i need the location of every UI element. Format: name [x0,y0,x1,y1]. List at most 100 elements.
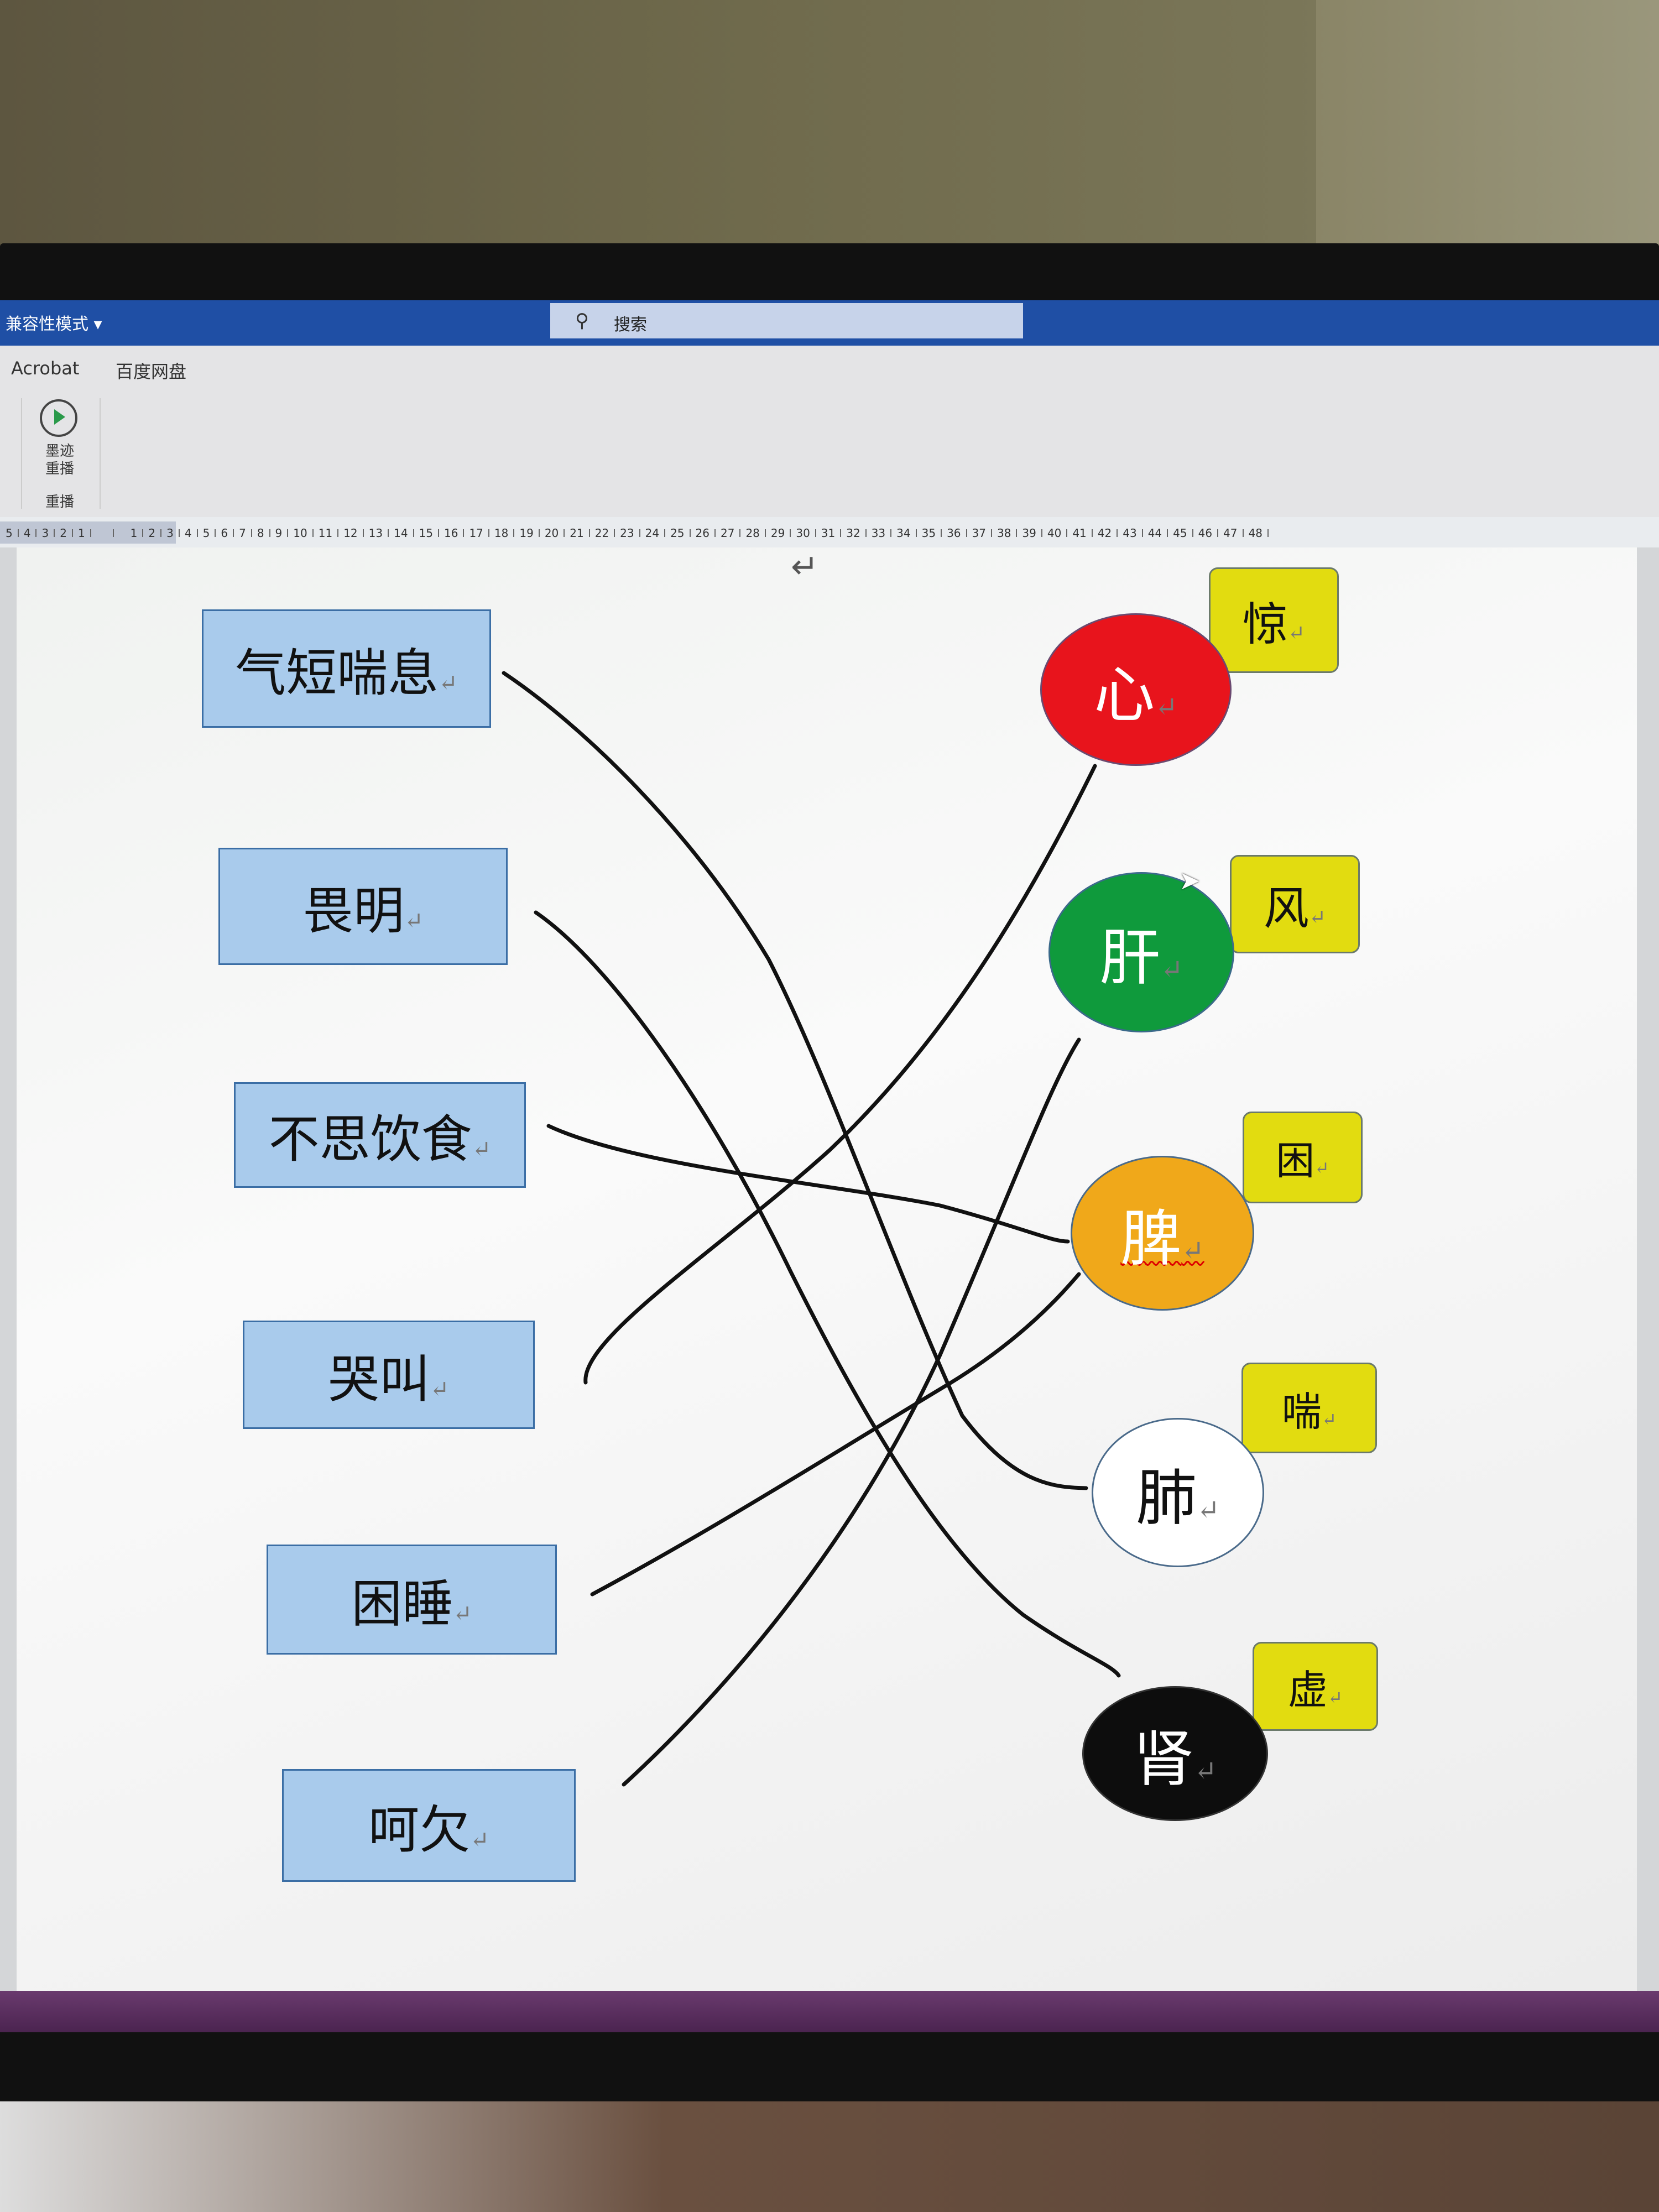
ruler-number: 26 [695,526,709,540]
ruler-number: 42 [1097,526,1112,540]
ruler-number: 25 [670,526,685,540]
ruler-tick [1141,529,1143,537]
ruler-tick [287,529,289,537]
ink-replay-label-1: 墨迹 [45,443,74,460]
symptom-text: 畏明 [302,870,424,943]
organ-text: 肾 [1133,1709,1217,1798]
trait-text: 风 [1264,872,1326,937]
ruler-tick [890,529,892,537]
ruler-number: 17 [469,526,483,540]
ruler-number: 35 [921,526,936,540]
ruler-tick [71,529,73,537]
ruler-tick [233,529,234,537]
ruler-number: 37 [972,526,986,540]
ruler-tick [90,529,91,537]
ruler-tick [739,529,741,537]
symptom-box[interactable]: 畏明 [218,848,508,965]
ruler-number: 10 [293,526,307,540]
ruler-number: 44 [1147,526,1162,540]
ruler-tick [35,529,37,537]
symptom-text: 呵欠 [368,1789,489,1863]
ruler-number: 1 [130,526,138,540]
ruler-number: 3 [41,526,49,540]
ruler-number: 45 [1173,526,1187,540]
organ-text: 肝 [1099,908,1183,997]
ruler-number: 22 [594,526,609,540]
ruler-tick [664,529,666,537]
organ-circle-spleen[interactable]: 脾 [1071,1156,1254,1311]
ruler-tick [865,529,867,537]
symptom-box[interactable]: 气短喘息 [202,609,491,728]
ruler-tick [160,529,162,537]
ruler-number: 30 [796,526,810,540]
ruler-tick [538,529,540,537]
ruler-number: 4 [23,526,31,540]
ruler-number: 15 [419,526,433,540]
ruler-number: 14 [394,526,408,540]
ruler-tick [1041,529,1042,537]
ruler-number: 1 [77,526,85,540]
ruler-tick [1117,529,1118,537]
organ-circle-kidney[interactable]: 肾 [1082,1686,1268,1821]
trait-text: 困 [1276,1130,1329,1186]
symptom-text: 哭叫 [328,1338,450,1412]
ruler-tick [1267,529,1269,537]
symptom-box[interactable]: 哭叫 [243,1321,535,1429]
symptom-box[interactable]: 呵欠 [282,1769,576,1882]
ruler-margin-shade [0,521,176,544]
ruler-tick [388,529,389,537]
ruler-tick [790,529,791,537]
ruler-tick [1066,529,1068,537]
ruler-tick [941,529,942,537]
organ-text: 心 [1094,645,1177,734]
tab-baidu-netdisk[interactable]: 百度网盘 [116,361,187,382]
ruler-tick [714,529,716,537]
ruler-number: 5 [202,526,210,540]
background-wall-light [1316,0,1659,260]
ruler-number: 23 [620,526,634,540]
ruler-tick [215,529,216,537]
ruler-number: 13 [368,526,383,540]
ruler-number: 39 [1022,526,1036,540]
trait-box[interactable]: 惊 [1209,567,1339,673]
symptom-box[interactable]: 困睡 [267,1545,557,1655]
ruler-tick [564,529,565,537]
compatibility-mode-label[interactable]: 兼容性模式 ▾ [6,315,102,334]
ruler-tick [178,529,180,537]
ruler-number: 33 [871,526,886,540]
organ-circle-liver[interactable]: 肝 [1048,872,1234,1032]
ruler-tick [269,529,270,537]
symptom-text: 气短喘息 [235,632,458,706]
ruler-number: 2 [60,526,67,540]
ruler-tick [764,529,766,537]
ruler-number: 43 [1123,526,1137,540]
ruler-number: 9 [275,526,283,540]
taskbar [0,1991,1659,2032]
ruler-tick [312,529,314,537]
ruler-tick [413,529,414,537]
ruler-tick [990,529,992,537]
ruler-number: 20 [544,526,559,540]
trait-box[interactable]: 虚 [1253,1642,1378,1731]
ink-replay-button[interactable]: 墨迹 重播 [22,398,100,481]
ruler-tick [689,529,691,537]
ruler-tick [17,529,19,537]
ruler-number: 48 [1248,526,1262,540]
ruler-number: 34 [896,526,911,540]
trait-box[interactable]: 困 [1243,1112,1363,1203]
ruler-indent-marker[interactable] [112,529,114,537]
organ-circle-heart[interactable]: 心 [1040,613,1232,766]
trait-box[interactable]: 风 [1230,855,1360,953]
ruler-tick [438,529,439,537]
tab-acrobat[interactable]: Acrobat [11,358,80,379]
trait-box[interactable]: 喘 [1241,1363,1377,1453]
ruler-tick [639,529,640,537]
ruler-number: 8 [257,526,264,540]
search-box[interactable]: ⚲ 搜索 [550,303,1023,338]
organ-circle-lung[interactable]: 肺 [1092,1418,1264,1567]
symptom-box[interactable]: 不思饮食 [234,1082,526,1188]
ruler-number: 18 [494,526,509,540]
ruler-tick [362,529,364,537]
document-page[interactable] [17,547,1637,1991]
